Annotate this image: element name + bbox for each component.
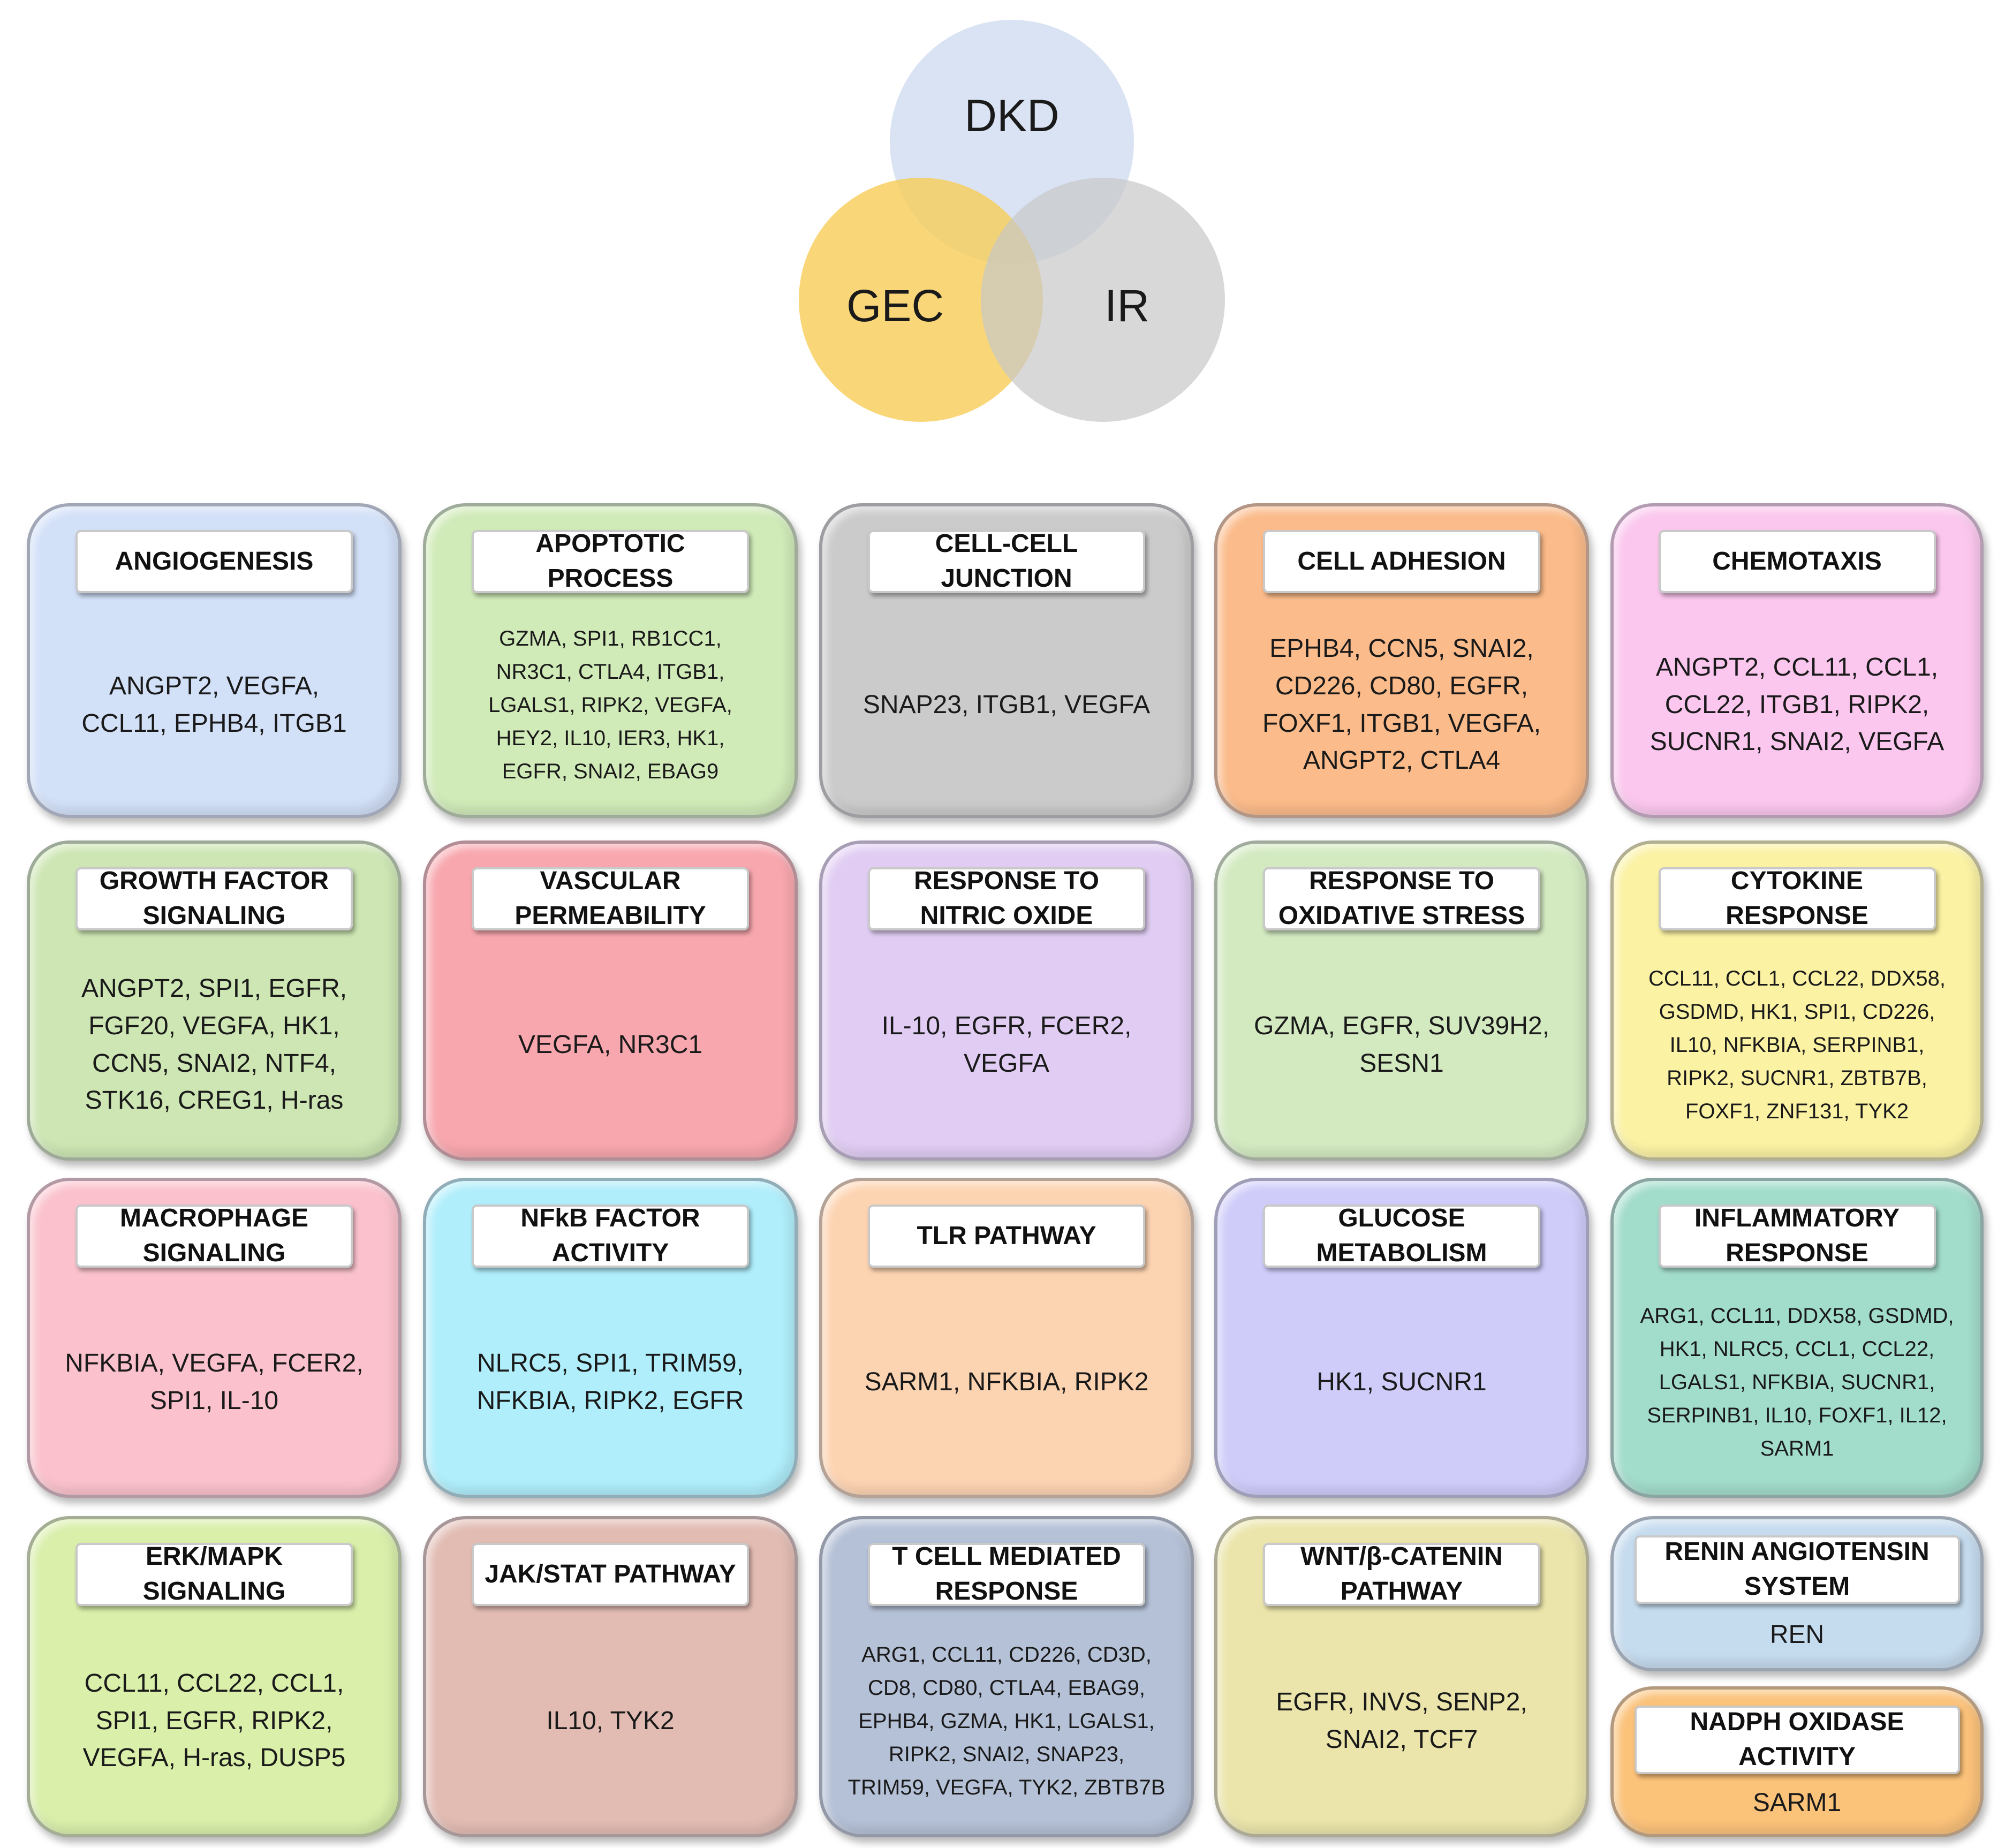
pathway-title: MACROPHAGE SIGNALING — [75, 1204, 353, 1268]
pathway-genes: ANGPT2, CCL11, CCL1, CCL22, ITGB1, RIPK2… — [1650, 653, 1945, 756]
pathway-title: CELL ADHESION — [1263, 530, 1540, 593]
pathway-card: INFLAMMATORY RESPONSE ARG1, CCL11, DDX58,… — [1610, 1178, 1984, 1498]
pathway-card: WNT/β-CATENIN PATHWAY EGFR, INVS, SENP2, … — [1214, 1516, 1589, 1837]
pathway-genes: VEGFA, NR3C1 — [518, 1030, 703, 1059]
venn-circle-gec — [799, 178, 1043, 422]
pathway-card: TLR PATHWAY SARM1, NFKBIA, RIPK2 — [819, 1178, 1194, 1498]
pathway-card: RESPONSE TO OXIDATIVE STRESS GZMA, EGFR, … — [1214, 840, 1589, 1161]
pathway-genes: IL-10, EGFR, FCER2, VEGFA — [881, 1011, 1132, 1078]
pathway-title: NADPH OXIDASE ACTIVITY — [1634, 1706, 1960, 1774]
pathway-genes: EGFR, INVS, SENP2, SNAI2, TCF7 — [1276, 1687, 1527, 1754]
pathway-title: T CELL MEDIATED RESPONSE — [868, 1542, 1145, 1606]
pathway-card: CHEMOTAXIS ANGPT2, CCL11, CCL1, CCL22, IT… — [1610, 503, 1984, 818]
pathway-title: ANGIOGENESIS — [75, 530, 353, 593]
pathway-genes: EPHB4, CCN5, SNAI2, CD226, CD80, EGFR, F… — [1262, 634, 1541, 775]
pathway-title: INFLAMMATORY RESPONSE — [1658, 1204, 1936, 1268]
pathway-title: CHEMOTAXIS — [1658, 530, 1936, 593]
pathway-card: CELL ADHESION EPHB4, CCN5, SNAI2, CD226, … — [1214, 503, 1589, 818]
pathway-card: GLUCOSE METABOLISM HK1, SUCNR1 — [1214, 1178, 1589, 1498]
pathway-title: RENIN ANGIOTENSIN SYSTEM — [1634, 1535, 1960, 1604]
pathway-card: RESPONSE TO NITRIC OXIDE IL-10, EGFR, FCE… — [819, 840, 1194, 1161]
pathway-card: RENIN ANGIOTENSIN SYSTEM REN — [1610, 1516, 1984, 1671]
venn-label-dkd: DKD — [964, 90, 1059, 141]
pathway-title: TLR PATHWAY — [868, 1205, 1145, 1268]
pathway-genes: SNAP23, ITGB1, VEGFA — [862, 690, 1151, 719]
pathway-card: JAK/STAT PATHWAY IL10, TYK2 — [423, 1516, 798, 1837]
pathway-title: APOPTOTIC PROCESS — [472, 529, 749, 593]
pathway-card: MACROPHAGE SIGNALING NFKBIA, VEGFA, FCER2… — [27, 1178, 402, 1498]
pathway-card: CYTOKINE RESPONSE CCL11, CCL1, CCL22, DDX… — [1610, 840, 1984, 1161]
venn-diagram: DKD GEC IR — [799, 20, 1225, 422]
pathway-genes: NFKBIA, VEGFA, FCER2, SPI1, IL-10 — [65, 1349, 364, 1415]
pathway-card: CELL-CELL JUNCTION SNAP23, ITGB1, VEGFA — [819, 503, 1194, 818]
pathway-card: APOPTOTIC PROCESS GZMA, SPI1, RB1CC1, NR3… — [423, 503, 798, 818]
pathway-card: NADPH OXIDASE ACTIVITY SARM1 — [1610, 1686, 1984, 1837]
pathway-title: JAK/STAT PATHWAY — [472, 1543, 749, 1606]
pathway-genes: CCL11, CCL22, CCL1, SPI1, EGFR, RIPK2, V… — [82, 1669, 346, 1773]
pathway-title: NFkB FACTOR ACTIVITY — [472, 1204, 749, 1268]
venn-circle-ir — [981, 178, 1225, 422]
pathway-genes: IL10, TYK2 — [546, 1706, 675, 1735]
pathway-genes: ARG1, CCL11, DDX58, GSDMD, HK1, NLRC5, C… — [1640, 1304, 1954, 1460]
pathway-title: WNT/β-CATENIN PATHWAY — [1263, 1542, 1540, 1606]
pathway-title: ERK/MAPK SIGNALING — [75, 1542, 353, 1606]
pathway-card: ERK/MAPK SIGNALING CCL11, CCL22, CCL1, SP… — [27, 1516, 402, 1837]
pathway-genes: REN — [1769, 1620, 1825, 1649]
pathway-title: GLUCOSE METABOLISM — [1263, 1204, 1540, 1268]
pathway-title: CELL-CELL JUNCTION — [868, 529, 1145, 593]
pathway-title: RESPONSE TO NITRIC OXIDE — [868, 867, 1145, 930]
pathway-genes: NLRC5, SPI1, TRIM59, NFKBIA, RIPK2, EGFR — [476, 1349, 744, 1415]
pathway-genes: HK1, SUCNR1 — [1317, 1367, 1487, 1396]
pathway-genes: GZMA, SPI1, RB1CC1, NR3C1, CTLA4, ITGB1,… — [488, 626, 732, 783]
pathway-title: VASCULAR PERMEABILITY — [472, 867, 749, 930]
venn-label-ir: IR — [1104, 281, 1149, 331]
pathway-title: RESPONSE TO OXIDATIVE STRESS — [1263, 867, 1540, 930]
pathway-genes: ARG1, CCL11, CD226, CD3D, CD8, CD80, CTL… — [848, 1642, 1166, 1799]
pathway-card: VASCULAR PERMEABILITY VEGFA, NR3C1 — [423, 840, 798, 1161]
pathway-card: T CELL MEDIATED RESPONSE ARG1, CCL11, CD2… — [819, 1516, 1194, 1837]
pathway-title: GROWTH FACTOR SIGNALING — [75, 867, 353, 930]
pathway-genes: GZMA, EGFR, SUV39H2, SESN1 — [1253, 1011, 1550, 1078]
pathway-genes: CCL11, CCL1, CCL22, DDX58, GSDMD, HK1, S… — [1648, 966, 1946, 1123]
pathway-genes: ANGPT2, SPI1, EGFR, FGF20, VEGFA, HK1, C… — [81, 974, 347, 1115]
venn-label-gec: GEC — [846, 281, 944, 331]
pathway-card: ANGIOGENESIS ANGPT2, VEGFA, CCL11, EPHB4,… — [27, 503, 402, 818]
pathway-card: NFkB FACTOR ACTIVITY NLRC5, SPI1, TRIM59,… — [423, 1178, 798, 1498]
pathway-genes: SARM1 — [1752, 1789, 1842, 1817]
pathway-genes: ANGPT2, VEGFA, CCL11, EPHB4, ITGB1 — [81, 671, 347, 738]
pathway-genes: SARM1, NFKBIA, RIPK2 — [864, 1367, 1149, 1396]
pathway-title: CYTOKINE RESPONSE — [1658, 867, 1936, 930]
pathway-card: GROWTH FACTOR SIGNALING ANGPT2, SPI1, EGF… — [27, 840, 402, 1161]
